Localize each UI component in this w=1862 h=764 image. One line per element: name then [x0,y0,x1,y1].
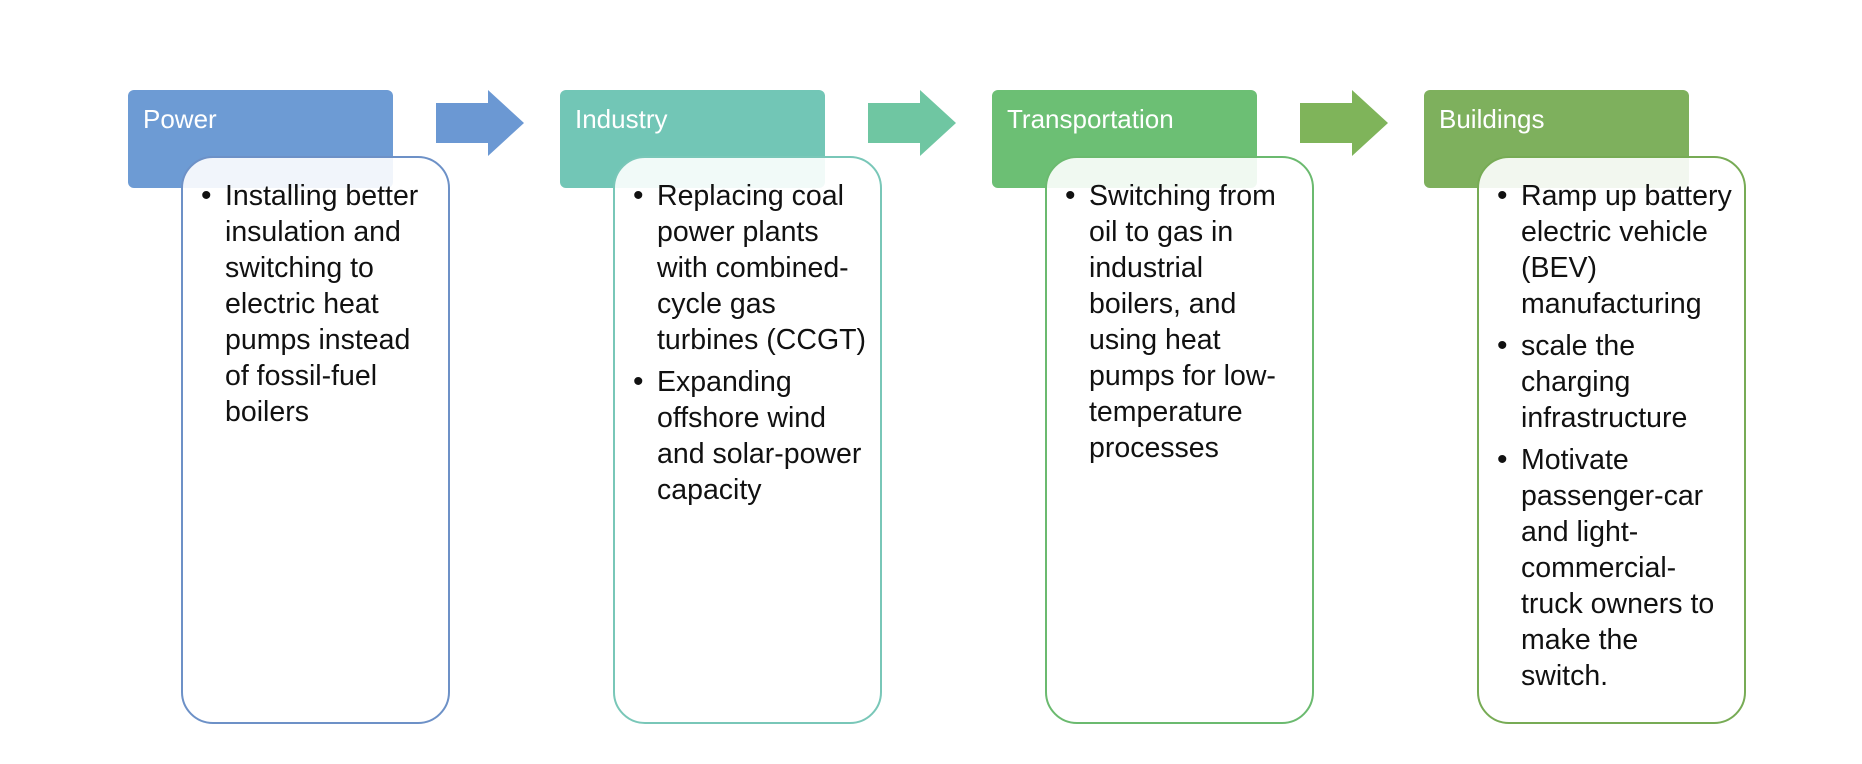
arrow-shape [868,90,956,156]
step-buildings: Buildings Ramp up battery electric vehic… [1424,90,1854,730]
step-title: Industry [575,104,668,134]
step-title: Power [143,104,217,134]
bullet-item: Ramp up battery electric vehicle (BEV) m… [1497,178,1732,322]
step-title: Buildings [1439,104,1545,134]
arrow-right-icon [436,90,524,156]
step-title: Transportation [1007,104,1174,134]
arrow-right-icon [1300,90,1388,156]
bullet-item: scale the charging infrastructure [1497,328,1732,436]
step-header: Buildings [1424,90,1689,188]
bullet-item: Installing better insulation and switchi… [201,178,436,430]
step-card: Replacing coal power plants with combine… [613,156,882,724]
bullet-list: Installing better insulation and switchi… [201,178,436,430]
bullet-item: Expanding offshore wind and solar-power … [633,364,868,508]
bullet-item: Switching from oil to gas in industrial … [1065,178,1300,466]
step-industry: Industry Replacing coal power plants wit… [560,90,990,730]
arrow-shape [436,90,524,156]
bullet-item: Motivate passenger-car and light-commerc… [1497,442,1732,694]
bullet-item: Replacing coal power plants with combine… [633,178,868,358]
arrow-shape [1300,90,1388,156]
step-power: Power Installing better insulation and s… [128,90,558,730]
bullet-list: Switching from oil to gas in industrial … [1065,178,1300,466]
step-card: Switching from oil to gas in industrial … [1045,156,1314,724]
step-card: Installing better insulation and switchi… [181,156,450,724]
bullet-list: Ramp up battery electric vehicle (BEV) m… [1497,178,1732,694]
arrow-right-icon [868,90,956,156]
step-transportation: Transportation Switching from oil to gas… [992,90,1422,730]
bullet-list: Replacing coal power plants with combine… [633,178,868,508]
step-card: Ramp up battery electric vehicle (BEV) m… [1477,156,1746,724]
